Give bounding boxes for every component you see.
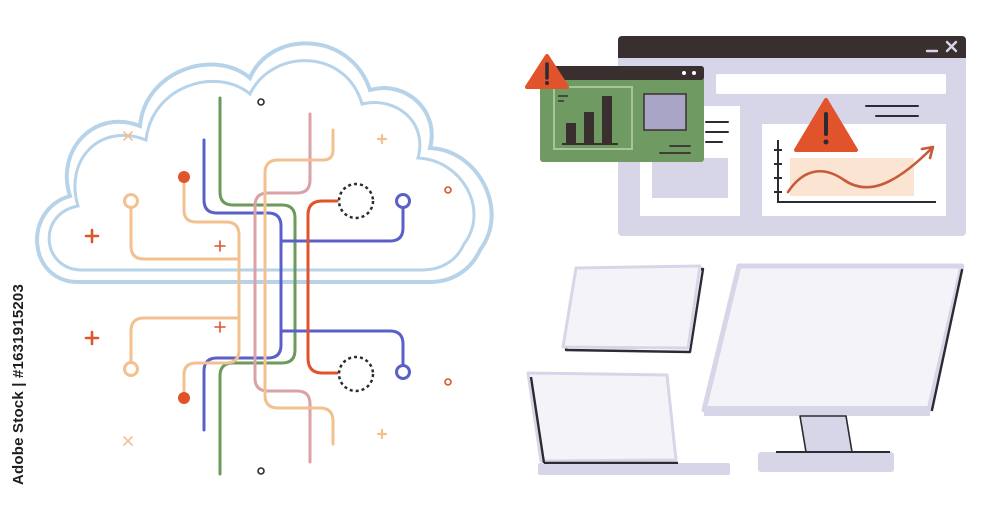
terminal-orange-top bbox=[178, 171, 190, 183]
node-dotted-top bbox=[337, 182, 375, 220]
monitor-neck bbox=[799, 415, 853, 453]
sparkle-ring bbox=[257, 98, 265, 106]
bar-3 bbox=[602, 96, 612, 143]
wire-blue-right-bottom bbox=[279, 329, 405, 366]
green-window-title-bar bbox=[540, 66, 704, 80]
monitor-stand-base bbox=[758, 452, 894, 472]
terminal-peach-bottom bbox=[123, 361, 139, 377]
terminal-orange-bottom bbox=[178, 392, 190, 404]
sparkle-plus bbox=[84, 228, 100, 244]
desktop-monitor-icon bbox=[701, 263, 965, 472]
window-title-bar-base bbox=[618, 50, 966, 58]
address-bar bbox=[716, 74, 946, 94]
wire-peach-b bbox=[182, 176, 241, 400]
title-bar-dot bbox=[682, 71, 686, 75]
sparkle-ring bbox=[257, 467, 265, 475]
wire-peach-left-top bbox=[129, 206, 241, 261]
sparkle-plus bbox=[376, 428, 388, 440]
wire-pink bbox=[253, 112, 312, 464]
sparkle-ring bbox=[444, 378, 452, 386]
sparkle-star bbox=[123, 436, 133, 446]
warning-dot bbox=[823, 139, 829, 145]
bar-1 bbox=[566, 123, 576, 143]
terminal-blue-top bbox=[395, 193, 411, 209]
laptop-screen bbox=[526, 371, 678, 463]
monitor-screen-edge bbox=[930, 268, 964, 412]
monitor-screen bbox=[701, 263, 965, 413]
sparkle-plus bbox=[376, 133, 388, 145]
chart-axes bbox=[777, 140, 936, 203]
sparkle-star bbox=[214, 321, 226, 333]
watermark-text: Adobe Stock | #1631915203 bbox=[9, 283, 27, 485]
thumbnail-block bbox=[643, 93, 687, 131]
terminal-blue-bottom bbox=[395, 364, 411, 380]
wire-green bbox=[218, 96, 297, 476]
browser-window bbox=[618, 36, 966, 236]
green-window bbox=[540, 66, 729, 162]
cloud-outer-outline bbox=[35, 41, 494, 284]
chart-trend-line bbox=[786, 146, 934, 194]
monitor-bezel-bottom bbox=[704, 406, 930, 416]
laptop-icon bbox=[526, 371, 730, 475]
warning-triangle-icon bbox=[794, 98, 858, 152]
sparkle-ring bbox=[444, 186, 452, 194]
chart-trend-arrow bbox=[920, 145, 935, 160]
watermark-label: Adobe Stock | #1631915203 bbox=[4, 264, 32, 504]
wire-blue-left bbox=[202, 138, 283, 432]
warning-triangle-icon bbox=[525, 54, 569, 89]
sparkle-star bbox=[214, 240, 226, 252]
bar-chart-label-lines bbox=[558, 95, 568, 102]
terminal-peach-top bbox=[123, 193, 139, 209]
line-chart-icon bbox=[774, 140, 936, 203]
node-dotted-bottom bbox=[337, 355, 375, 393]
close-icon bbox=[945, 40, 958, 53]
chart-area-fill bbox=[790, 158, 914, 196]
wire-blue-right-top bbox=[279, 206, 405, 243]
title-bar-dot bbox=[692, 71, 696, 75]
cloud-inner-outline bbox=[47, 59, 476, 272]
sparkle-star bbox=[123, 131, 133, 141]
green-window-text-lines bbox=[705, 121, 729, 143]
content-card-left-block bbox=[652, 158, 728, 198]
cloud-circuit-icon bbox=[35, 41, 494, 476]
warning-dot bbox=[545, 81, 549, 85]
wire-peach-a bbox=[263, 128, 335, 446]
green-window-footer-lines bbox=[659, 145, 691, 154]
chart-ticks bbox=[774, 149, 782, 193]
green-window-body bbox=[540, 66, 704, 162]
wire-orange bbox=[306, 199, 339, 375]
bar-2 bbox=[584, 112, 594, 143]
laptop-base bbox=[538, 463, 730, 475]
wire-peach-left-bottom bbox=[129, 316, 241, 364]
bar-chart-frame bbox=[553, 86, 633, 150]
text-lines bbox=[865, 105, 919, 117]
tablet-icon bbox=[561, 264, 705, 354]
sparkle-plus bbox=[84, 330, 100, 346]
tablet-screen bbox=[561, 264, 702, 350]
bar-chart-icon bbox=[558, 95, 618, 145]
